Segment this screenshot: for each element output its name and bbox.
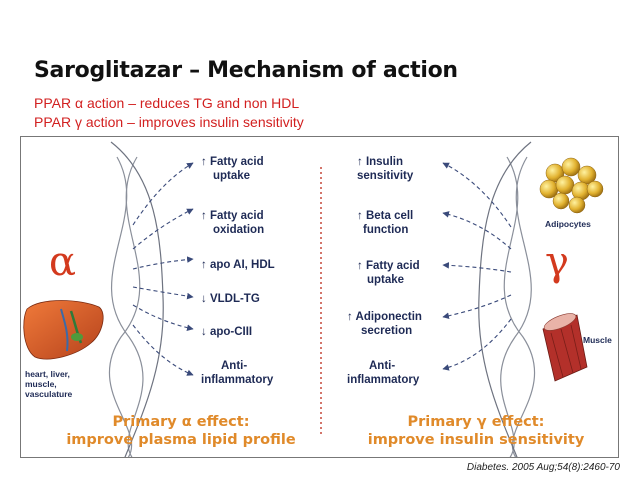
gamma-item: Anti-inflammatory <box>347 360 420 386</box>
alpha-item: Anti-inflammatory <box>201 360 274 386</box>
subtitle-gamma: PPAR γ action – improves insulin sensiti… <box>34 114 304 130</box>
adipocytes-label: Adipocytes <box>545 219 591 229</box>
dna-helix-right-icon <box>478 141 536 457</box>
liver-icon <box>23 300 104 360</box>
alpha-symbol: α <box>49 239 77 285</box>
alpha-item: ↓ VLDL-TG <box>201 293 260 305</box>
subtitle-alpha: PPAR α action – reduces TG and non HDL <box>34 95 300 111</box>
slide-title: Saroglitazar – Mechanism of action <box>34 58 458 83</box>
citation: Diabetes. 2005 Aug;54(8):2460-70 <box>466 462 620 473</box>
adipocytes-icon <box>539 157 604 214</box>
alpha-primary-effect: Primary α effect: improve plasma lipid p… <box>66 414 296 448</box>
liver-label: heart, liver, muscle, vasculature <box>25 369 73 399</box>
figure-graphics <box>23 141 604 457</box>
alpha-arrows <box>132 162 194 376</box>
alpha-item: ↑ apo AI, HDL <box>201 259 275 271</box>
alpha-item: ↓ apo-CIII <box>201 326 253 338</box>
gamma-arrows <box>442 162 512 371</box>
gamma-primary-effect: Primary γ effect: improve insulin sensit… <box>367 414 585 448</box>
muscle-icon <box>542 313 588 382</box>
muscle-label: Muscle <box>583 335 612 345</box>
gamma-symbol: γ <box>545 239 569 285</box>
dna-helix-left-icon <box>108 141 164 457</box>
